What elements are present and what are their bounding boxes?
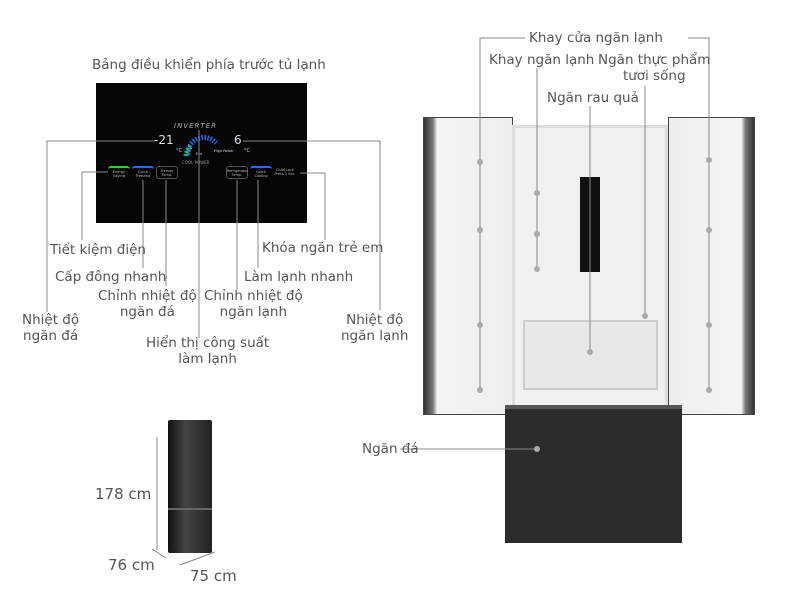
label-quick-freezing: Cấp đông nhanh xyxy=(55,269,167,285)
label-energy-saving: Tiết kiệm điện xyxy=(50,242,146,258)
label-child-lock: Khóa ngăn trẻ em xyxy=(262,240,384,256)
freezer-temp-button[interactable]: Freezer Temp. xyxy=(156,166,178,179)
dimension-height: 178 cm xyxy=(95,485,152,503)
label-freezer: Ngăn đá xyxy=(362,441,419,457)
label-vegetable: Ngăn rau quả xyxy=(547,90,639,106)
fridge-thumbnail xyxy=(168,420,212,553)
quick-cooling-button[interactable]: Quick Cooling xyxy=(250,166,272,179)
inverter-logo: INVERTER xyxy=(174,122,217,130)
fridge-temp-display: 6 xyxy=(234,133,242,147)
energy-saving-button[interactable]: Energy Saving xyxy=(108,166,130,179)
child-lock-button[interactable]: Child Lock Press 3 Sec. xyxy=(274,168,296,176)
high-power-label: High Power xyxy=(214,149,234,153)
label-door-tray: Khay cửa ngăn lạnh xyxy=(529,30,663,46)
dimension-width: 75 cm xyxy=(190,567,237,585)
panel-title: Bảng điều khiển phía trước tủ lạnh xyxy=(92,57,326,73)
label-quick-cooling: Làm lạnh nhanh xyxy=(244,269,354,285)
cool-power-gauge xyxy=(183,135,218,157)
right-door xyxy=(668,117,755,415)
unit-label: °C xyxy=(244,148,250,154)
dimension-depth: 76 cm xyxy=(108,556,155,574)
cool-power-label: COOL POWER xyxy=(182,160,210,165)
label-shelf: Khay ngăn lạnh xyxy=(489,52,595,68)
quick-freezing-button[interactable]: Quick Freezing xyxy=(132,166,154,179)
control-panel: INVERTER -21 °C Eco High Power 6 °C COOL… xyxy=(96,83,307,223)
freezer-temp-display: -21 xyxy=(154,133,174,147)
unit-label: °C xyxy=(176,148,182,154)
freezer-drawer xyxy=(505,405,682,543)
refrigerator-temp-button[interactable]: Refrigerator Temp. xyxy=(226,166,248,179)
